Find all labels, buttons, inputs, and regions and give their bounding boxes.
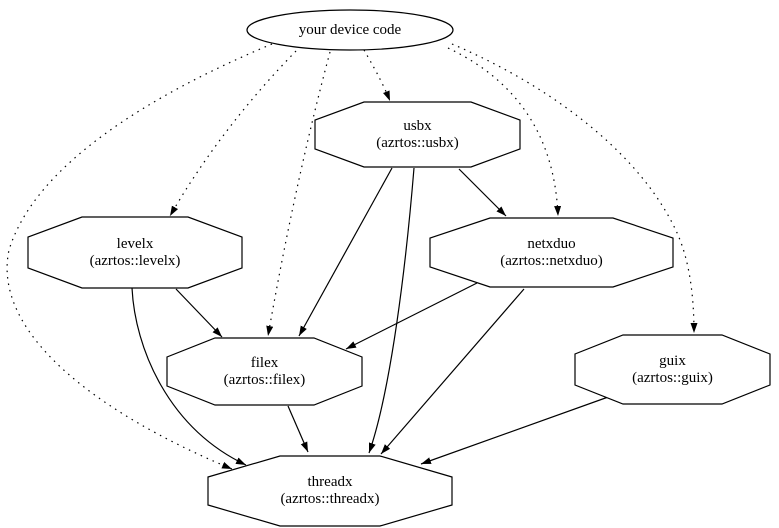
edge-filex-to-threadx bbox=[287, 405, 309, 453]
edge-netxduo-to-filex bbox=[345, 282, 478, 350]
edge-levelx-to-threadx bbox=[131, 287, 247, 466]
edge-your-device-code-to-threadx bbox=[6, 43, 273, 470]
edge-usbx-to-threadx bbox=[368, 167, 415, 454]
edge-usbx-to-filex bbox=[298, 167, 393, 337]
edge-usbx-to-netxduo bbox=[458, 168, 507, 217]
edge-your-device-code-to-usbx bbox=[363, 49, 391, 102]
node-usbx-shape bbox=[314, 101, 521, 168]
edge-netxduo-to-threadx bbox=[380, 288, 525, 455]
edge-your-device-code-to-levelx bbox=[169, 50, 297, 217]
node-threadx-shape bbox=[207, 455, 453, 527]
edge-guix-to-threadx bbox=[420, 395, 612, 465]
node-your-device-code-shape bbox=[246, 9, 454, 51]
node-netxduo-shape bbox=[429, 217, 674, 288]
edge-levelx-to-filex bbox=[175, 288, 223, 338]
node-guix-shape bbox=[574, 334, 771, 405]
node-levelx-shape bbox=[27, 216, 243, 289]
node-filex-shape bbox=[166, 337, 363, 406]
edge-your-device-code-to-guix bbox=[451, 43, 698, 334]
edge-your-device-code-to-filex bbox=[266, 51, 331, 337]
